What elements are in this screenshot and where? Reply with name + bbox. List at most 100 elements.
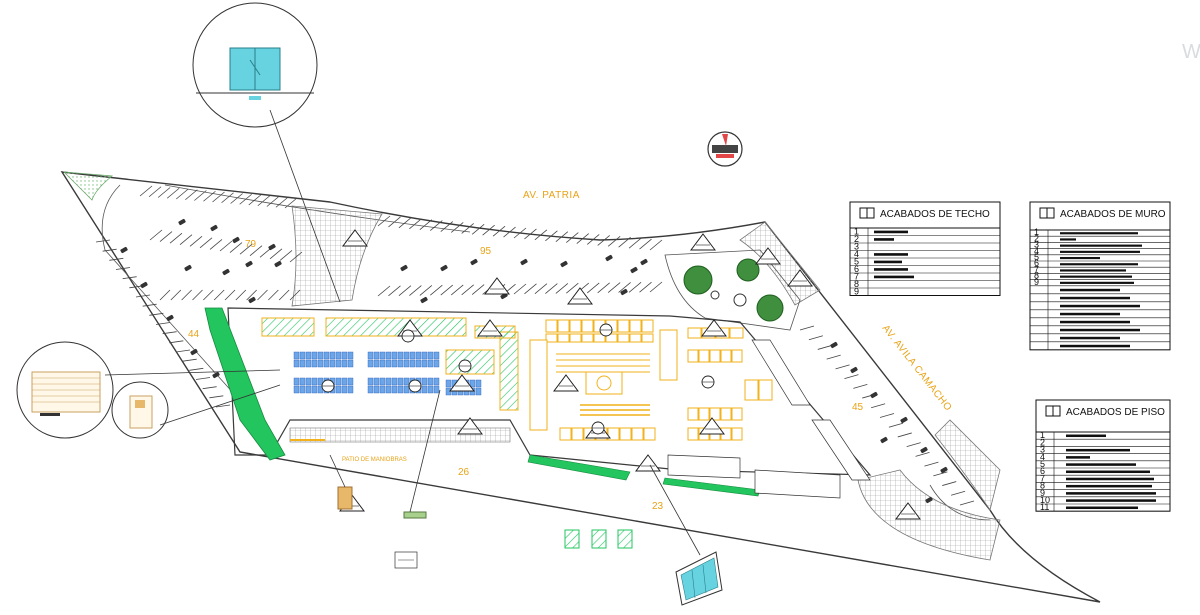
- table-row-entry: [1060, 244, 1142, 247]
- detail-callout-left: [16, 341, 281, 439]
- shelf-unit: [317, 377, 324, 386]
- retail-cell: [729, 327, 744, 339]
- shelf-unit: [335, 351, 342, 360]
- parking-stall-line: [398, 285, 412, 296]
- shelf-unit: [433, 377, 440, 386]
- shelf-unit: [373, 359, 380, 368]
- shelf-unit: [391, 359, 398, 368]
- parked-cars: [120, 218, 948, 504]
- table-row-number: 1: [1034, 227, 1039, 237]
- parking-stall-line: [182, 358, 197, 362]
- shelf-unit: [347, 351, 354, 360]
- parking-stall-line: [844, 374, 859, 379]
- parking-stall-line: [419, 219, 433, 230]
- shelf-unit: [367, 359, 374, 368]
- parked-car: [232, 236, 240, 244]
- shelf-unit: [391, 377, 398, 386]
- zone-number-26: 26: [458, 467, 470, 478]
- table-row-entry: [874, 238, 894, 241]
- shelf-unit: [415, 351, 422, 360]
- retail-cell: [569, 333, 582, 343]
- shelf-unit: [391, 351, 398, 360]
- parked-car: [940, 466, 948, 474]
- shelf-unit: [403, 359, 410, 368]
- parking-stall-line: [566, 282, 579, 294]
- parked-car: [268, 243, 276, 251]
- parking-stall-line: [607, 282, 621, 293]
- parking-stall-line: [897, 432, 912, 438]
- parking-stall-line: [534, 229, 548, 241]
- retail-cell: [744, 379, 759, 401]
- table-row-number: 5: [1034, 252, 1039, 262]
- parking-stall-line: [576, 233, 590, 244]
- table-row-entry: [1066, 434, 1106, 438]
- parking-stall-line: [139, 185, 153, 197]
- parking-stall-line: [430, 220, 443, 231]
- parking-stall-line: [440, 221, 454, 232]
- street-label-avila-camacho: AV. AVILA CAMACHO: [880, 323, 954, 413]
- shelf-unit: [367, 385, 374, 394]
- retail-cell: [557, 319, 570, 333]
- retail-cell: [545, 333, 558, 343]
- retail-cell: [731, 349, 743, 363]
- shelf-unit: [421, 359, 428, 368]
- parking-stall-line: [817, 345, 832, 350]
- parking-stall-line: [545, 283, 558, 294]
- table-row-number: 6: [1034, 258, 1039, 268]
- table-row-number: 8: [1040, 481, 1045, 491]
- parking-stall-line: [266, 196, 280, 207]
- detail-callout-left-small: [111, 381, 281, 439]
- parked-car: [120, 246, 128, 254]
- table-row-entry: [874, 253, 908, 256]
- shelf-unit: [385, 385, 392, 394]
- shelf-unit: [409, 351, 416, 360]
- shelf-unit: [293, 385, 300, 394]
- parking-stall-line: [409, 218, 422, 230]
- parked-car: [166, 314, 174, 322]
- parking-stall-line: [524, 228, 537, 240]
- shelf-unit: [367, 351, 374, 360]
- parking-stall-line: [419, 285, 433, 296]
- retail-cell: [629, 333, 642, 343]
- retail-cell: [545, 319, 558, 333]
- table-row-number: 9: [1040, 488, 1045, 498]
- parked-car: [420, 296, 428, 304]
- shelf-unit: [445, 379, 452, 388]
- detail-callout-top: [192, 2, 341, 303]
- shelf-unit: [403, 385, 410, 394]
- parking-stall-line: [148, 186, 162, 198]
- parking-stall-line: [524, 283, 537, 295]
- retail-cell: [643, 427, 656, 441]
- loading-dock: [289, 427, 511, 443]
- parking-stall-line: [879, 413, 895, 418]
- parking-stall-line: [461, 284, 474, 296]
- parking-stall-line: [639, 281, 652, 293]
- table-row-number: 2: [1034, 233, 1039, 243]
- table-row-entry: [1060, 320, 1130, 324]
- shelf-unit: [317, 351, 324, 360]
- parking-stall-line: [194, 190, 207, 201]
- section-marker: [449, 374, 475, 392]
- parking-stall-line: [513, 227, 527, 239]
- parking-stall-line: [275, 196, 289, 208]
- section-marker: [755, 247, 781, 265]
- table-row-entry: [1060, 263, 1138, 266]
- parking-stall-line: [189, 235, 203, 247]
- retail-cell: [720, 349, 732, 363]
- parking-stall-line: [388, 285, 401, 297]
- shelf-unit: [433, 385, 440, 394]
- parking-stall-line: [166, 187, 180, 199]
- parking-stall-line: [170, 289, 182, 301]
- shelf-unit: [379, 351, 386, 360]
- shelf-unit: [427, 359, 434, 368]
- parked-car: [520, 258, 528, 266]
- shelf-unit: [427, 351, 434, 360]
- parking-stall-line: [826, 354, 841, 360]
- table-row-number: 3: [1034, 240, 1039, 250]
- table-row-number: 11: [1040, 502, 1049, 512]
- table-row-entry: [874, 230, 908, 234]
- retail-cell: [569, 319, 582, 333]
- parking-stall-line: [249, 245, 263, 257]
- shelf-unit: [335, 385, 342, 394]
- patio-label: PATIO DE MANIOBRAS: [342, 457, 407, 463]
